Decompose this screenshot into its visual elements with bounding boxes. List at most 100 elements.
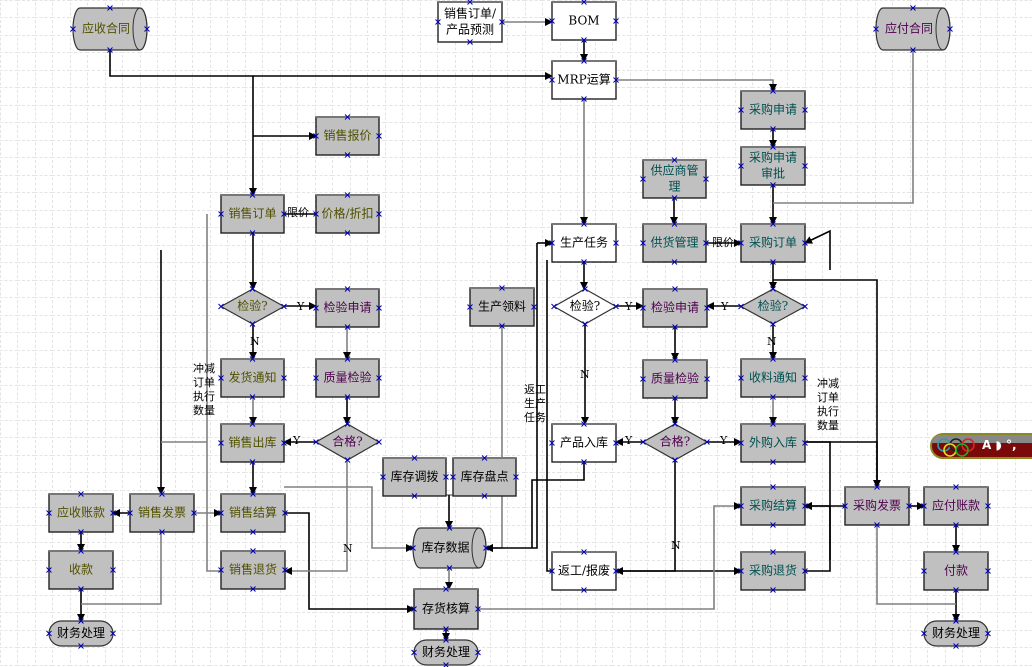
connection-point[interactable] (910, 5, 916, 11)
connection-point[interactable] (110, 510, 116, 516)
connection-point[interactable] (376, 211, 382, 217)
connection-point[interactable] (770, 522, 776, 528)
connection-point[interactable] (443, 626, 449, 632)
node-pur-return[interactable]: 采购退货 (738, 549, 808, 593)
connection-point[interactable] (873, 26, 879, 32)
node-pr[interactable]: 采购申请 (738, 88, 808, 132)
connection-point[interactable] (581, 549, 587, 555)
connection-point[interactable] (380, 474, 386, 480)
connection-point[interactable] (738, 568, 744, 574)
connection-point[interactable] (704, 305, 710, 311)
connection-point[interactable] (78, 548, 84, 554)
connection-point[interactable] (947, 26, 953, 32)
connection-point[interactable] (376, 305, 382, 311)
connection-point[interactable] (513, 474, 519, 480)
connection-point[interactable] (249, 459, 256, 465)
connection-point[interactable] (671, 259, 678, 265)
connection-point[interactable] (467, 304, 473, 310)
connection-point[interactable] (411, 649, 417, 656)
connection-point[interactable] (802, 440, 808, 446)
connection-point[interactable] (249, 356, 256, 362)
connection-point[interactable] (770, 421, 776, 427)
connection-point[interactable] (344, 286, 351, 292)
connection-point[interactable] (250, 548, 256, 554)
node-prod-qc[interactable]: 质量检验 (640, 357, 710, 401)
connection-point[interactable] (344, 192, 351, 198)
node-sales-qc[interactable]: 质量检验 (313, 356, 382, 400)
connection-point[interactable] (344, 394, 351, 400)
node-bom[interactable]: BOM (549, 0, 619, 43)
connection-point[interactable] (376, 375, 382, 381)
connection-point[interactable] (443, 637, 449, 643)
connection-point[interactable] (344, 324, 351, 330)
connection-point[interactable] (313, 375, 319, 381)
node-sales-order[interactable]: 销售订单 (218, 192, 287, 236)
node-rework-scrap[interactable]: 返工/报废 (549, 549, 619, 593)
node-prod-in[interactable]: 产品入库 (549, 421, 619, 465)
connection-point[interactable] (985, 630, 991, 637)
flow-connector[interactable] (206, 214, 221, 572)
connection-point[interactable] (770, 259, 776, 265)
connection-point[interactable] (640, 439, 646, 445)
node-prod-inspect-req[interactable]: 检验申请 (640, 286, 710, 330)
node-sales-invoice[interactable]: 销售发票 (127, 491, 197, 535)
connection-point[interactable] (672, 457, 678, 463)
connection-point[interactable] (842, 503, 848, 509)
connection-point[interactable] (672, 324, 678, 330)
connection-point[interactable] (770, 587, 776, 593)
connection-point[interactable] (921, 568, 927, 574)
node-sales-pass-q[interactable]: 合格? (313, 421, 382, 463)
connection-point[interactable] (613, 568, 619, 574)
connection-point[interactable] (218, 510, 224, 516)
connection-point[interactable] (281, 375, 287, 381)
node-inv-count[interactable]: 库存盘点 (450, 455, 519, 499)
connection-point[interactable] (78, 529, 84, 535)
connection-point[interactable] (46, 510, 52, 516)
connection-point[interactable] (802, 240, 808, 246)
connection-point[interactable] (78, 586, 84, 592)
node-supply-mgmt[interactable]: 供货管理 (640, 221, 709, 265)
connection-point[interactable] (802, 163, 808, 169)
connection-point[interactable] (107, 47, 113, 53)
connection-point[interactable] (953, 522, 959, 528)
connection-point[interactable] (613, 440, 619, 446)
connection-point[interactable] (344, 356, 351, 362)
connection-point[interactable] (671, 221, 678, 227)
connection-point[interactable] (738, 163, 744, 169)
node-pur-in[interactable]: 外购入库 (738, 421, 808, 465)
connection-point[interactable] (770, 484, 776, 490)
connection-point[interactable] (344, 230, 351, 236)
node-mrp[interactable]: MRP运算 (549, 58, 619, 102)
connection-point[interactable] (738, 440, 744, 446)
connection-point[interactable] (985, 568, 991, 574)
connection-point[interactable] (640, 305, 646, 311)
connection-point[interactable] (78, 643, 84, 649)
connection-point[interactable] (549, 18, 555, 24)
flow-connector[interactable] (773, 50, 914, 204)
connection-point[interactable] (910, 47, 916, 53)
node-prod-inspect-q[interactable]: 检验? (551, 286, 619, 327)
node-sales-inspect-req[interactable]: 检验申请 (313, 286, 382, 330)
connection-point[interactable] (411, 455, 418, 461)
connection-point[interactable] (475, 606, 481, 612)
connection-point[interactable] (549, 240, 555, 246)
node-ar[interactable]: 应收账款 (46, 491, 116, 535)
connection-point[interactable] (738, 375, 744, 381)
flow-connector[interactable] (81, 532, 162, 605)
node-sales-out[interactable]: 销售出库 (218, 421, 287, 465)
connection-point[interactable] (802, 303, 808, 310)
connection-point[interactable] (985, 503, 991, 509)
connection-point[interactable] (467, 39, 473, 45)
node-receive-notice[interactable]: 收料通知 (738, 356, 808, 400)
connection-point[interactable] (671, 157, 678, 163)
connection-point[interactable] (127, 510, 133, 516)
connection-point[interactable] (738, 303, 744, 310)
connection-point[interactable] (802, 375, 808, 381)
connection-point[interactable] (704, 376, 710, 382)
connection-point[interactable] (191, 510, 197, 516)
node-po[interactable]: 采购订单 (738, 221, 808, 265)
node-sales-settle[interactable]: 销售结算 (218, 491, 288, 535)
connection-point[interactable] (953, 587, 959, 593)
connection-point[interactable] (249, 321, 256, 327)
